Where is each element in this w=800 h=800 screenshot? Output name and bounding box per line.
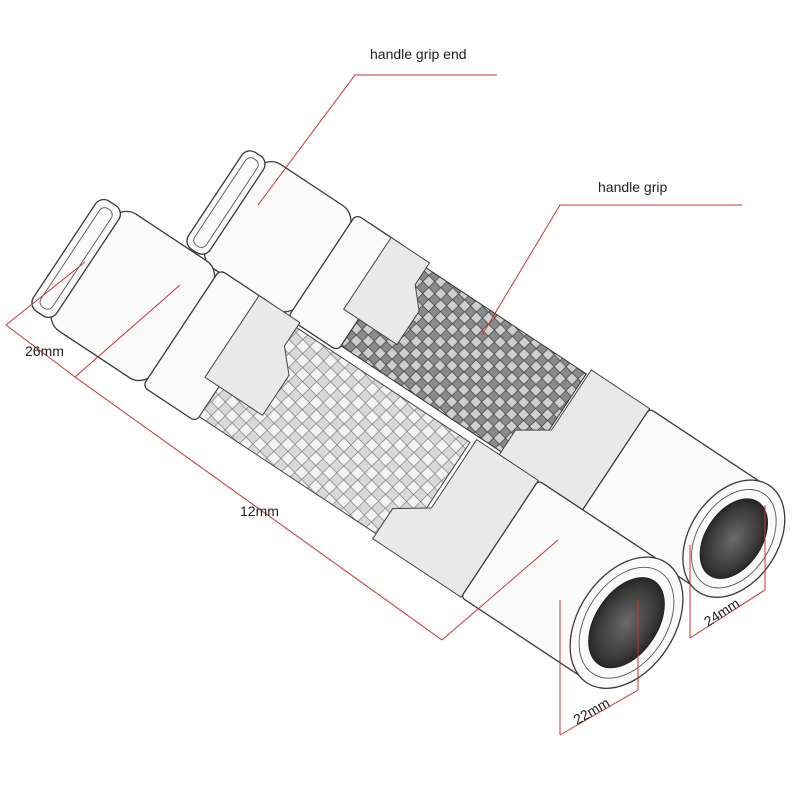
label-24mm: 24mm xyxy=(701,595,742,630)
label-26mm: 26mm xyxy=(25,343,64,359)
label-12mm: 12mm xyxy=(240,503,279,519)
dimension-lines xyxy=(5,74,766,736)
front-grip-bore xyxy=(588,577,665,669)
label-22mm: 22mm xyxy=(571,694,613,727)
dim-26-line xyxy=(5,261,86,326)
label-handle-grip: handle grip xyxy=(598,179,667,195)
back-grip-bore xyxy=(699,498,769,579)
grip-end-leader xyxy=(257,74,497,206)
back-grip xyxy=(186,150,786,598)
front-grip xyxy=(31,198,684,689)
dim-12-line xyxy=(74,376,443,641)
label-handle-grip-end: handle grip end xyxy=(370,46,467,62)
grip-leader xyxy=(481,204,742,336)
